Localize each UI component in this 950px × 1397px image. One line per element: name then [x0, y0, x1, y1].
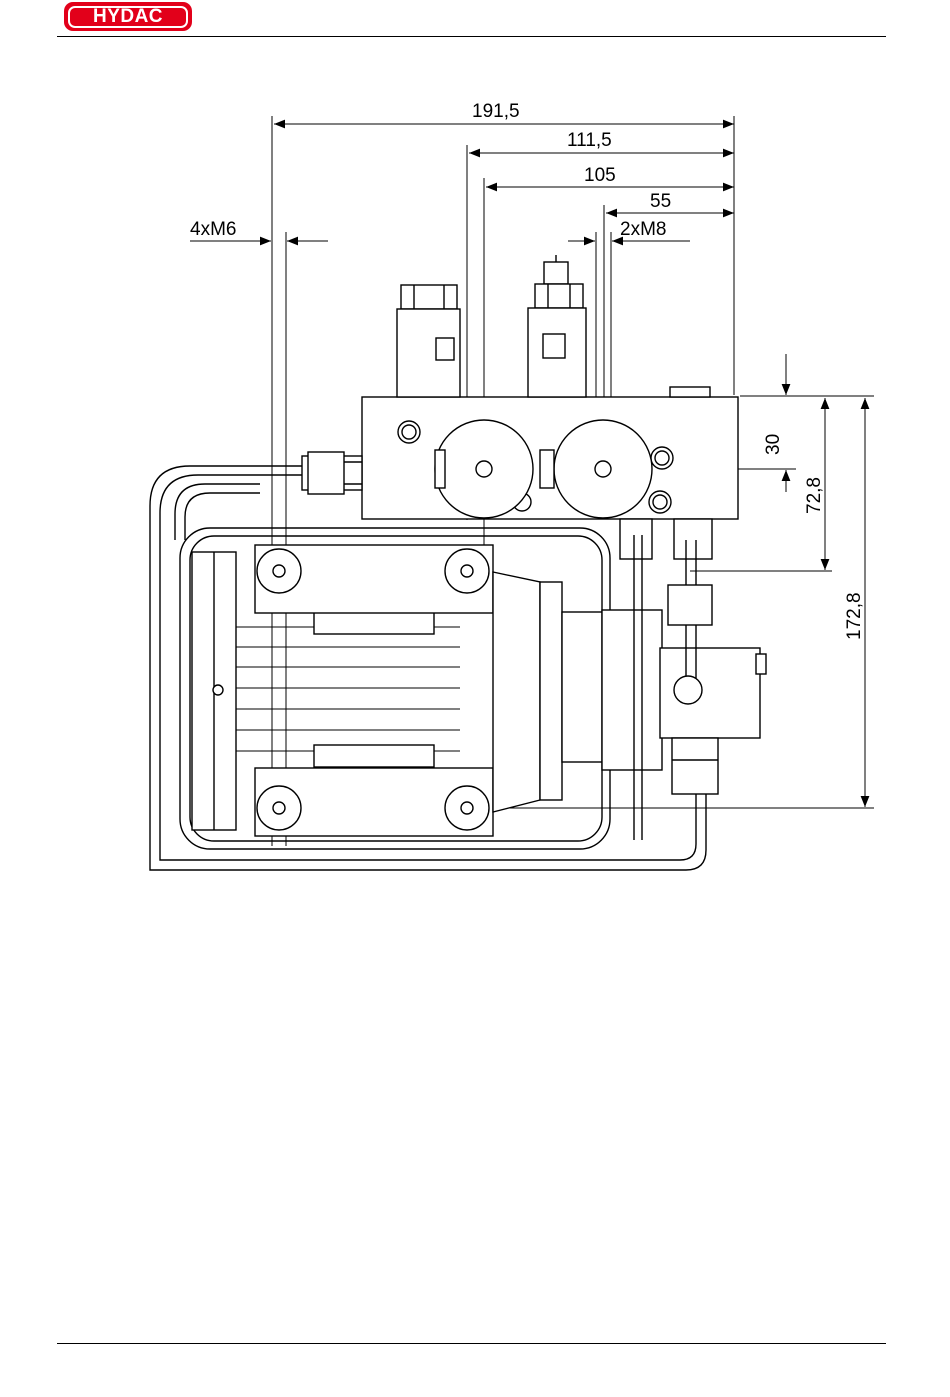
dim-72-8-label: 72,8 [804, 477, 825, 514]
motor [180, 528, 610, 849]
thread-m8-label: 2xM8 [620, 219, 666, 240]
dim-105-label: 105 [584, 165, 616, 186]
dim-30-label: 30 [763, 434, 784, 455]
solenoid-left [397, 285, 460, 397]
thread-m6-label: 4xM6 [190, 219, 236, 240]
dim-191-5-label: 191,5 [472, 101, 520, 122]
bore-left [435, 420, 533, 518]
dim-111-5-label: 111,5 [567, 130, 612, 151]
cooling-fins [236, 627, 460, 751]
pump-assembly [602, 519, 766, 840]
solenoid-right [528, 255, 586, 397]
dim-55-label: 55 [650, 191, 671, 212]
dim-172-8-label: 172,8 [844, 592, 865, 640]
